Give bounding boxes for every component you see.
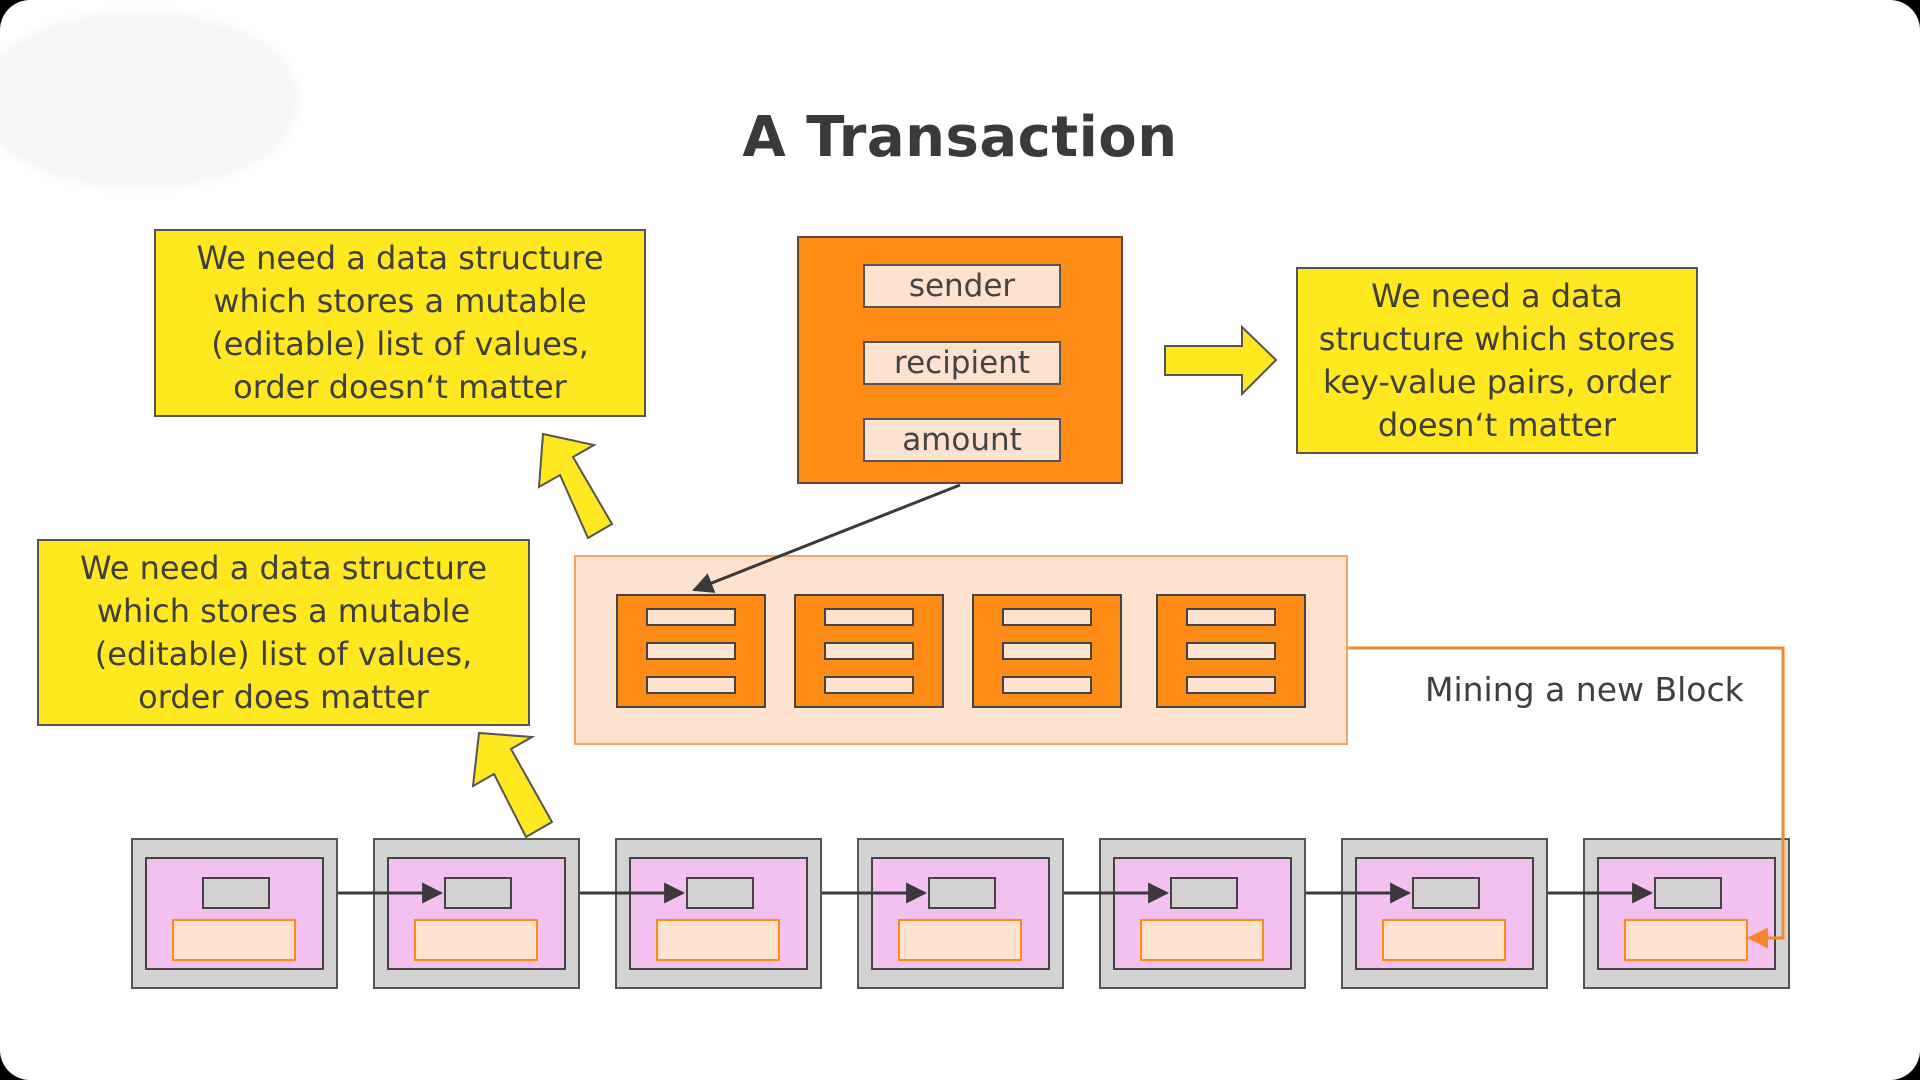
block-transactions xyxy=(172,919,296,961)
block-transactions xyxy=(1140,919,1264,961)
block-hash xyxy=(1170,877,1238,909)
pool-transaction xyxy=(1156,594,1306,708)
block-content xyxy=(387,857,566,970)
background-blob xyxy=(0,10,300,190)
block-transactions xyxy=(656,919,780,961)
transaction-line xyxy=(824,608,914,626)
slide-title: A Transaction xyxy=(742,105,1178,170)
udemy-watermark: Udemy xyxy=(1841,1049,1912,1070)
block-hash xyxy=(202,877,270,909)
block-hash xyxy=(686,877,754,909)
blockchain-block xyxy=(373,838,580,989)
pool-transaction xyxy=(972,594,1122,708)
block-transactions xyxy=(898,919,1022,961)
blockchain-block xyxy=(1341,838,1548,989)
block-content xyxy=(145,857,324,970)
block-hash xyxy=(1412,877,1480,909)
transaction-line xyxy=(1186,608,1276,626)
transaction-line xyxy=(1186,642,1276,660)
transaction-line xyxy=(824,676,914,694)
block-transactions xyxy=(1382,919,1506,961)
mining-label: Mining a new Block xyxy=(1425,670,1744,709)
blockchain-block xyxy=(1099,838,1306,989)
sender-field: sender xyxy=(863,264,1061,308)
pool-transaction xyxy=(616,594,766,708)
block-content xyxy=(1113,857,1292,970)
transaction-line xyxy=(646,676,736,694)
amount-field: amount xyxy=(863,418,1061,462)
note-mutable-unordered: We need a data structure which stores a … xyxy=(154,229,646,417)
yellow-arrow-up-upper xyxy=(537,432,614,540)
blockchain-block xyxy=(615,838,822,989)
pool-transaction xyxy=(794,594,944,708)
block-transactions xyxy=(1624,919,1748,961)
block-content xyxy=(1597,857,1776,970)
transaction-line xyxy=(824,642,914,660)
note-mutable-ordered: We need a data structure which stores a … xyxy=(37,539,530,726)
block-content xyxy=(1355,857,1534,970)
block-content xyxy=(871,857,1050,970)
note-key-value: We need a data structure which stores ke… xyxy=(1296,267,1698,454)
blockchain-block xyxy=(857,838,1064,989)
transaction-box: sender recipient amount xyxy=(797,236,1123,484)
block-content xyxy=(629,857,808,970)
transaction-line xyxy=(1002,676,1092,694)
blockchain-block xyxy=(1583,838,1790,989)
yellow-arrow-right xyxy=(1164,324,1278,397)
block-hash xyxy=(1654,877,1722,909)
blockchain-block xyxy=(131,838,338,989)
transaction-line xyxy=(1002,642,1092,660)
transaction-line xyxy=(646,642,736,660)
transaction-line xyxy=(1186,676,1276,694)
open-transactions-pool xyxy=(574,555,1348,745)
transaction-line xyxy=(646,608,736,626)
block-hash xyxy=(928,877,996,909)
recipient-field: recipient xyxy=(863,341,1061,385)
block-transactions xyxy=(414,919,538,961)
transaction-line xyxy=(1002,608,1092,626)
yellow-arrow-up-lower xyxy=(471,731,554,839)
block-hash xyxy=(444,877,512,909)
